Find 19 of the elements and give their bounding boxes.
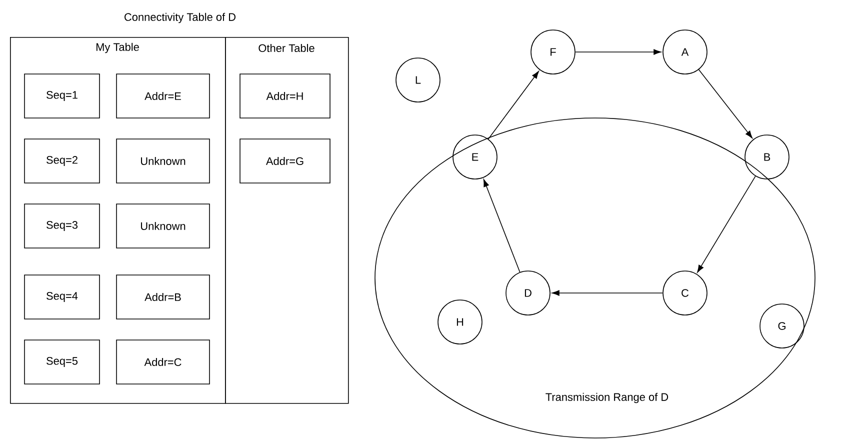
table-cell: Seq=5 <box>24 340 100 384</box>
table-cell: Addr=B <box>116 274 210 320</box>
table-cell: Addr=G <box>240 138 330 184</box>
table-cell: Seq=2 <box>24 138 100 184</box>
table-cell: Unknown <box>116 204 210 248</box>
diagram-title: Connectivity Table of D <box>124 12 236 24</box>
table-cell: Addr=H <box>240 74 330 118</box>
table-cell: Seq=4 <box>24 274 100 320</box>
arrow <box>483 179 520 273</box>
table-cell: Addr=C <box>116 340 210 384</box>
table-cell: Seq=3 <box>24 204 100 248</box>
table-cell: Addr=E <box>116 74 210 118</box>
arrow <box>552 290 663 296</box>
arrow <box>698 69 752 138</box>
table-cell: Unknown <box>116 138 210 184</box>
arrow <box>697 176 756 273</box>
arrow <box>488 71 539 140</box>
table-cell: Seq=1 <box>24 74 100 118</box>
arrow <box>575 49 662 55</box>
